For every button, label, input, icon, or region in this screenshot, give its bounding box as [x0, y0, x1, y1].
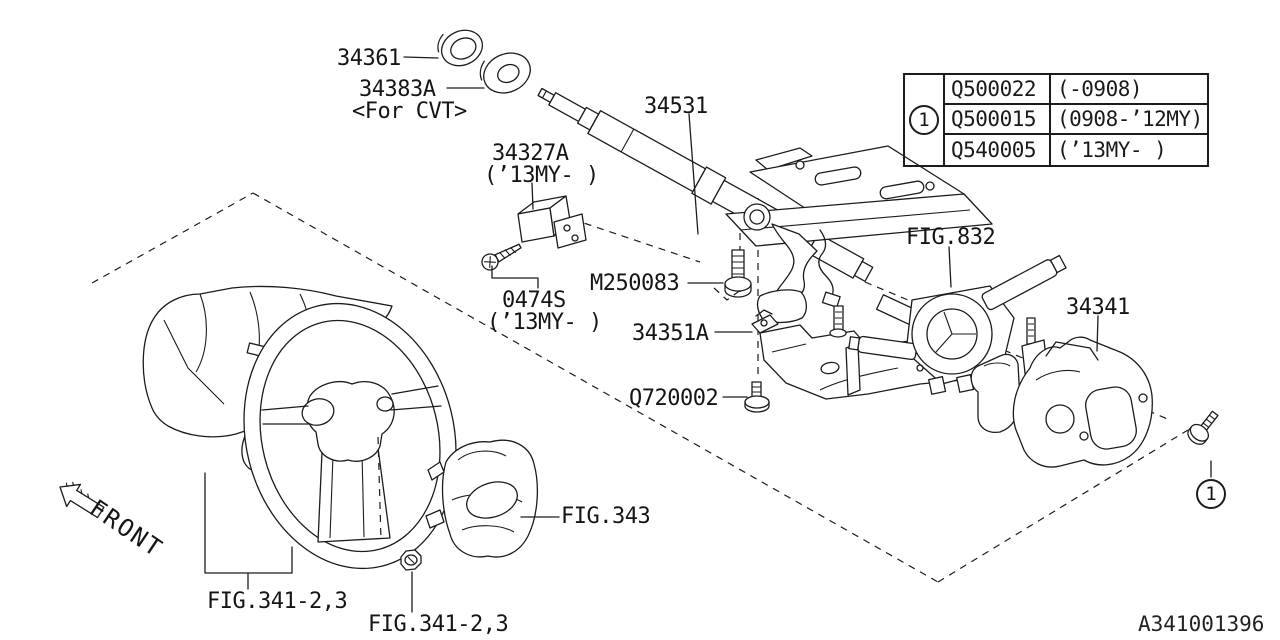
parts-table-marker-cell: 1 [905, 75, 945, 165]
table-applicability: (0908-’12MY) [1049, 105, 1207, 135]
callout-column: 34531 [644, 94, 708, 119]
seal-34361-drawing [433, 21, 488, 73]
callout-lock-unit: 34327A [492, 141, 569, 166]
callout-washer-note: <For CVT> [352, 99, 467, 124]
wheel-nut-drawing [401, 550, 421, 570]
callout-clock-spring-fig: FIG.343 [561, 504, 651, 529]
screw-marker-badge: 1 [1196, 479, 1226, 509]
table-part-no: Q500022 [945, 75, 1049, 105]
table-marker-badge: 1 [909, 105, 939, 135]
callout-washer: 34383A [359, 77, 436, 102]
leader-lines [205, 57, 1211, 612]
bolt-m250083-drawing [725, 250, 751, 297]
callout-bolt: M250083 [590, 271, 680, 296]
combination-switch-fig832-drawing [849, 254, 1067, 395]
tapping-screw-1-drawing [1185, 407, 1223, 448]
callout-lock-screw: 0474S [502, 288, 566, 313]
callout-wheel-fig: FIG.341-2,3 [207, 589, 348, 614]
table-part-no: Q540005 [951, 138, 1037, 162]
callout-screw: Q720002 [629, 386, 719, 411]
callout-lock-unit-note: (’13MY- ) [484, 163, 599, 188]
screw-q720002-drawing [745, 382, 769, 412]
callout-seal: 34361 [337, 46, 401, 71]
column-cover-34341-drawing [971, 337, 1152, 467]
callout-bracket: 34351A [632, 321, 709, 346]
callout-switch-fig: FIG.832 [906, 225, 996, 250]
figure-code: A341001396 [1138, 612, 1265, 636]
front-arrow-icon [53, 476, 107, 523]
lock-unit-34327a-drawing [518, 196, 586, 248]
washer-34383a-drawing [475, 45, 537, 101]
callout-lock-screw-note: (’13MY- ) [487, 310, 602, 335]
parts-table: 1 Q500022 (-0908) Q500015 (0908-’12MY) Q… [903, 73, 1209, 167]
callout-cover: 34341 [1066, 295, 1130, 320]
table-applicability: (’13MY- ) [1049, 135, 1207, 165]
screw-0474s-drawing [479, 239, 524, 273]
wheel-nut-axis-line [378, 437, 381, 540]
table-applicability: (-0908) [1049, 75, 1207, 105]
callout-nut-fig: FIG.341-2,3 [368, 612, 509, 637]
steering-wheel-drawing [217, 281, 484, 591]
table-part-no: Q500015 [945, 105, 1049, 135]
clock-spring-fig343-drawing [426, 440, 537, 557]
